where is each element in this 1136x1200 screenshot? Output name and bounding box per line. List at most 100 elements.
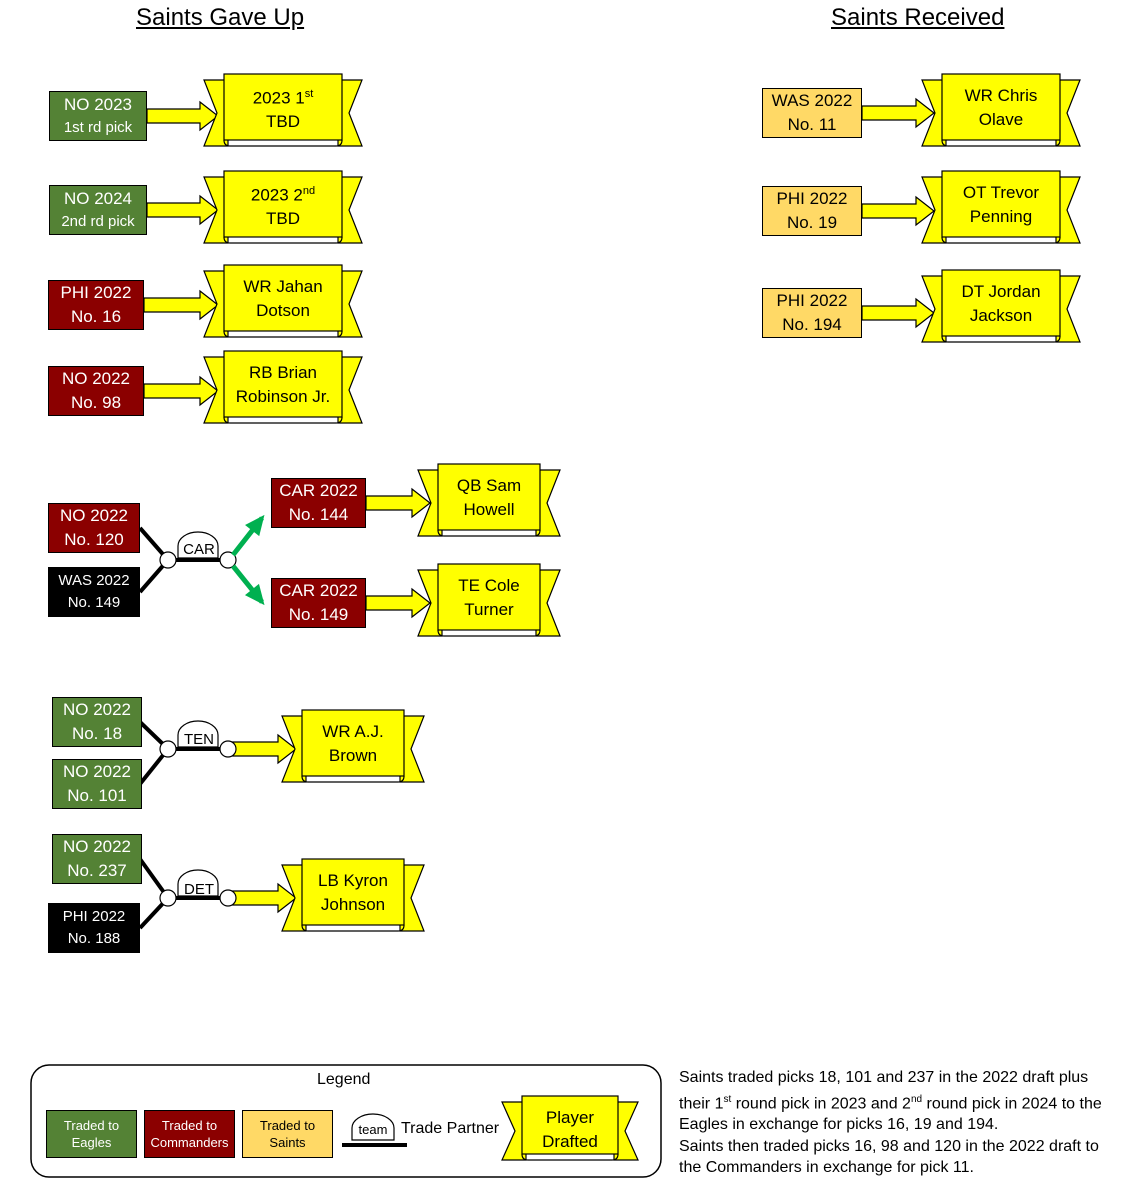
pick-line1: NO 2022 — [62, 837, 132, 856]
player-line2: Howell — [463, 500, 515, 519]
legend-title: Legend — [317, 1071, 371, 1088]
ten-hub-node-right — [219, 740, 237, 758]
player-line2: Olave — [978, 110, 1024, 129]
player-line1: WR A.J. — [322, 722, 384, 741]
player-line2: Dotson — [256, 301, 310, 320]
note-line: their 1st round pick in 2023 and 2nd rou… — [679, 1089, 1102, 1115]
player-turner: TE Cole Turner — [438, 568, 540, 628]
block-arrow — [231, 882, 297, 914]
banner-olave-curl — [941, 139, 1061, 147]
pick-line2: No. 149 — [288, 605, 349, 624]
block-arrow — [146, 100, 219, 132]
banner-2023-1st-curl — [223, 139, 343, 147]
banner-olave-body — [941, 73, 1061, 141]
pick-line2: No. 11 — [787, 115, 837, 134]
legend-line2: Drafted — [542, 1132, 598, 1151]
player-line1: 2023 1st — [253, 82, 314, 111]
pick-line1: NO 2024 — [63, 189, 133, 208]
legend-bubble-shape — [351, 1113, 395, 1141]
player-line1: 2023 2nd — [251, 179, 315, 208]
note-line: the Commanders in exchange for pick 11. — [679, 1159, 974, 1177]
note-sup: st — [723, 1093, 732, 1105]
pick-line1: CAR 2022 — [279, 581, 358, 600]
pick-line1: NO 2022 — [59, 506, 129, 525]
pick-line2: No. 237 — [67, 861, 127, 880]
player-2023-2nd-tbd: 2023 2nd TBD — [224, 175, 342, 235]
note-fragment: round pick in 2023 and 2 — [731, 1094, 911, 1112]
pick-phi2022-19: PHI 2022 No. 19 — [762, 186, 862, 236]
note-line: Eagles in exchange for picks 16, 19 and … — [679, 1116, 999, 1134]
player-brown: WR A.J. Brown — [302, 714, 404, 774]
pick-line1: NO 2022 — [62, 762, 132, 781]
player-line1: WR Jahan — [243, 277, 323, 296]
legend-line2: Commanders — [150, 1135, 229, 1150]
player-line2: Penning — [969, 207, 1033, 226]
legend-player-drafted: Player Drafted — [522, 1100, 618, 1160]
player-line1-text: 2023 1 — [252, 88, 305, 108]
banner-dotson-body — [223, 264, 343, 332]
block-arrow — [861, 195, 935, 227]
heading-saints-received: Saints Received — [831, 4, 1005, 31]
block-arrow — [231, 733, 297, 765]
legend-line1: Traded to — [63, 1118, 120, 1133]
note-line: Saints traded picks 18, 101 and 237 in t… — [679, 1069, 1089, 1086]
banner-robinson-body — [223, 350, 343, 418]
player-sup: st — [304, 87, 314, 100]
heading-saints-gave-up: Saints Gave Up — [136, 4, 305, 31]
block-arrow — [143, 375, 219, 407]
pick-line1: NO 2022 — [61, 369, 131, 388]
player-line2: Johnson — [320, 895, 386, 914]
pick-no2022-98: NO 2022 No. 98 — [48, 366, 144, 416]
pick-line2: No. 18 — [71, 724, 123, 743]
pick-no2024-2nd: NO 2024 2nd rd pick — [49, 185, 147, 235]
pick-line1: PHI 2022 — [60, 283, 132, 302]
banner-2023-2nd-curl — [223, 236, 343, 244]
banner-2023-2nd-body — [223, 170, 343, 238]
trade-partner-car: CAR — [183, 541, 215, 558]
player-johnson: LB Kyron Johnson — [302, 863, 404, 923]
det-hub-node-left — [159, 889, 177, 907]
block-arrow — [365, 587, 431, 619]
pick-line1: WAS 2022 — [771, 91, 853, 110]
car-hub-node-left — [159, 551, 177, 569]
player-line1: OT Trevor — [962, 183, 1040, 202]
pick-line2: 1st rd pick — [63, 119, 133, 136]
pick-phi2022-188: PHI 2022 No. 188 — [48, 903, 140, 953]
trade-partner-det: DET — [184, 881, 214, 898]
pick-line1: PHI 2022 — [776, 291, 848, 310]
pick-phi2022-16: PHI 2022 No. 16 — [48, 280, 144, 330]
block-arrow — [861, 97, 935, 129]
legend-traded-to-eagles: Traded to Eagles — [46, 1110, 137, 1158]
banner-brown-body — [301, 709, 405, 777]
pick-line2: No. 19 — [786, 213, 838, 232]
pick-line1: CAR 2022 — [279, 481, 358, 500]
player-robinson: RB Brian Robinson Jr. — [224, 355, 342, 415]
note-fragment: round pick in 2024 to the — [922, 1094, 1102, 1112]
pick-line1: PHI 2022 — [62, 908, 126, 925]
trade-partner-ten: TEN — [184, 731, 214, 748]
pick-line2: No. 194 — [782, 315, 842, 334]
player-dotson: WR Jahan Dotson — [224, 269, 342, 329]
player-line1-text: 2023 2 — [250, 185, 303, 205]
block-arrow — [365, 487, 431, 519]
legend-banner-body — [521, 1095, 619, 1155]
block-arrow — [861, 297, 935, 329]
player-line2: Jackson — [969, 306, 1033, 325]
pick-no2022-101: NO 2022 No. 101 — [52, 759, 142, 809]
player-line2: TBD — [266, 112, 300, 132]
pick-was2022-149: WAS 2022 No. 149 — [48, 567, 140, 617]
pick-no2022-237: NO 2022 No. 237 — [52, 834, 142, 884]
player-line1: LB Kyron — [318, 871, 388, 890]
player-line1: DT Jordan — [961, 282, 1041, 301]
note-sup: nd — [910, 1093, 923, 1105]
pick-car2022-144: CAR 2022 No. 144 — [271, 478, 366, 528]
det-hub-node-right — [219, 889, 237, 907]
pick-line1: PHI 2022 — [776, 189, 848, 208]
legend-line2: Eagles — [71, 1135, 112, 1150]
car-hub-node-right — [219, 551, 237, 569]
player-line2: Robinson Jr. — [235, 387, 331, 406]
legend-box — [30, 1064, 662, 1178]
pick-phi2022-194: PHI 2022 No. 194 — [762, 288, 862, 338]
player-sup: nd — [302, 184, 316, 197]
